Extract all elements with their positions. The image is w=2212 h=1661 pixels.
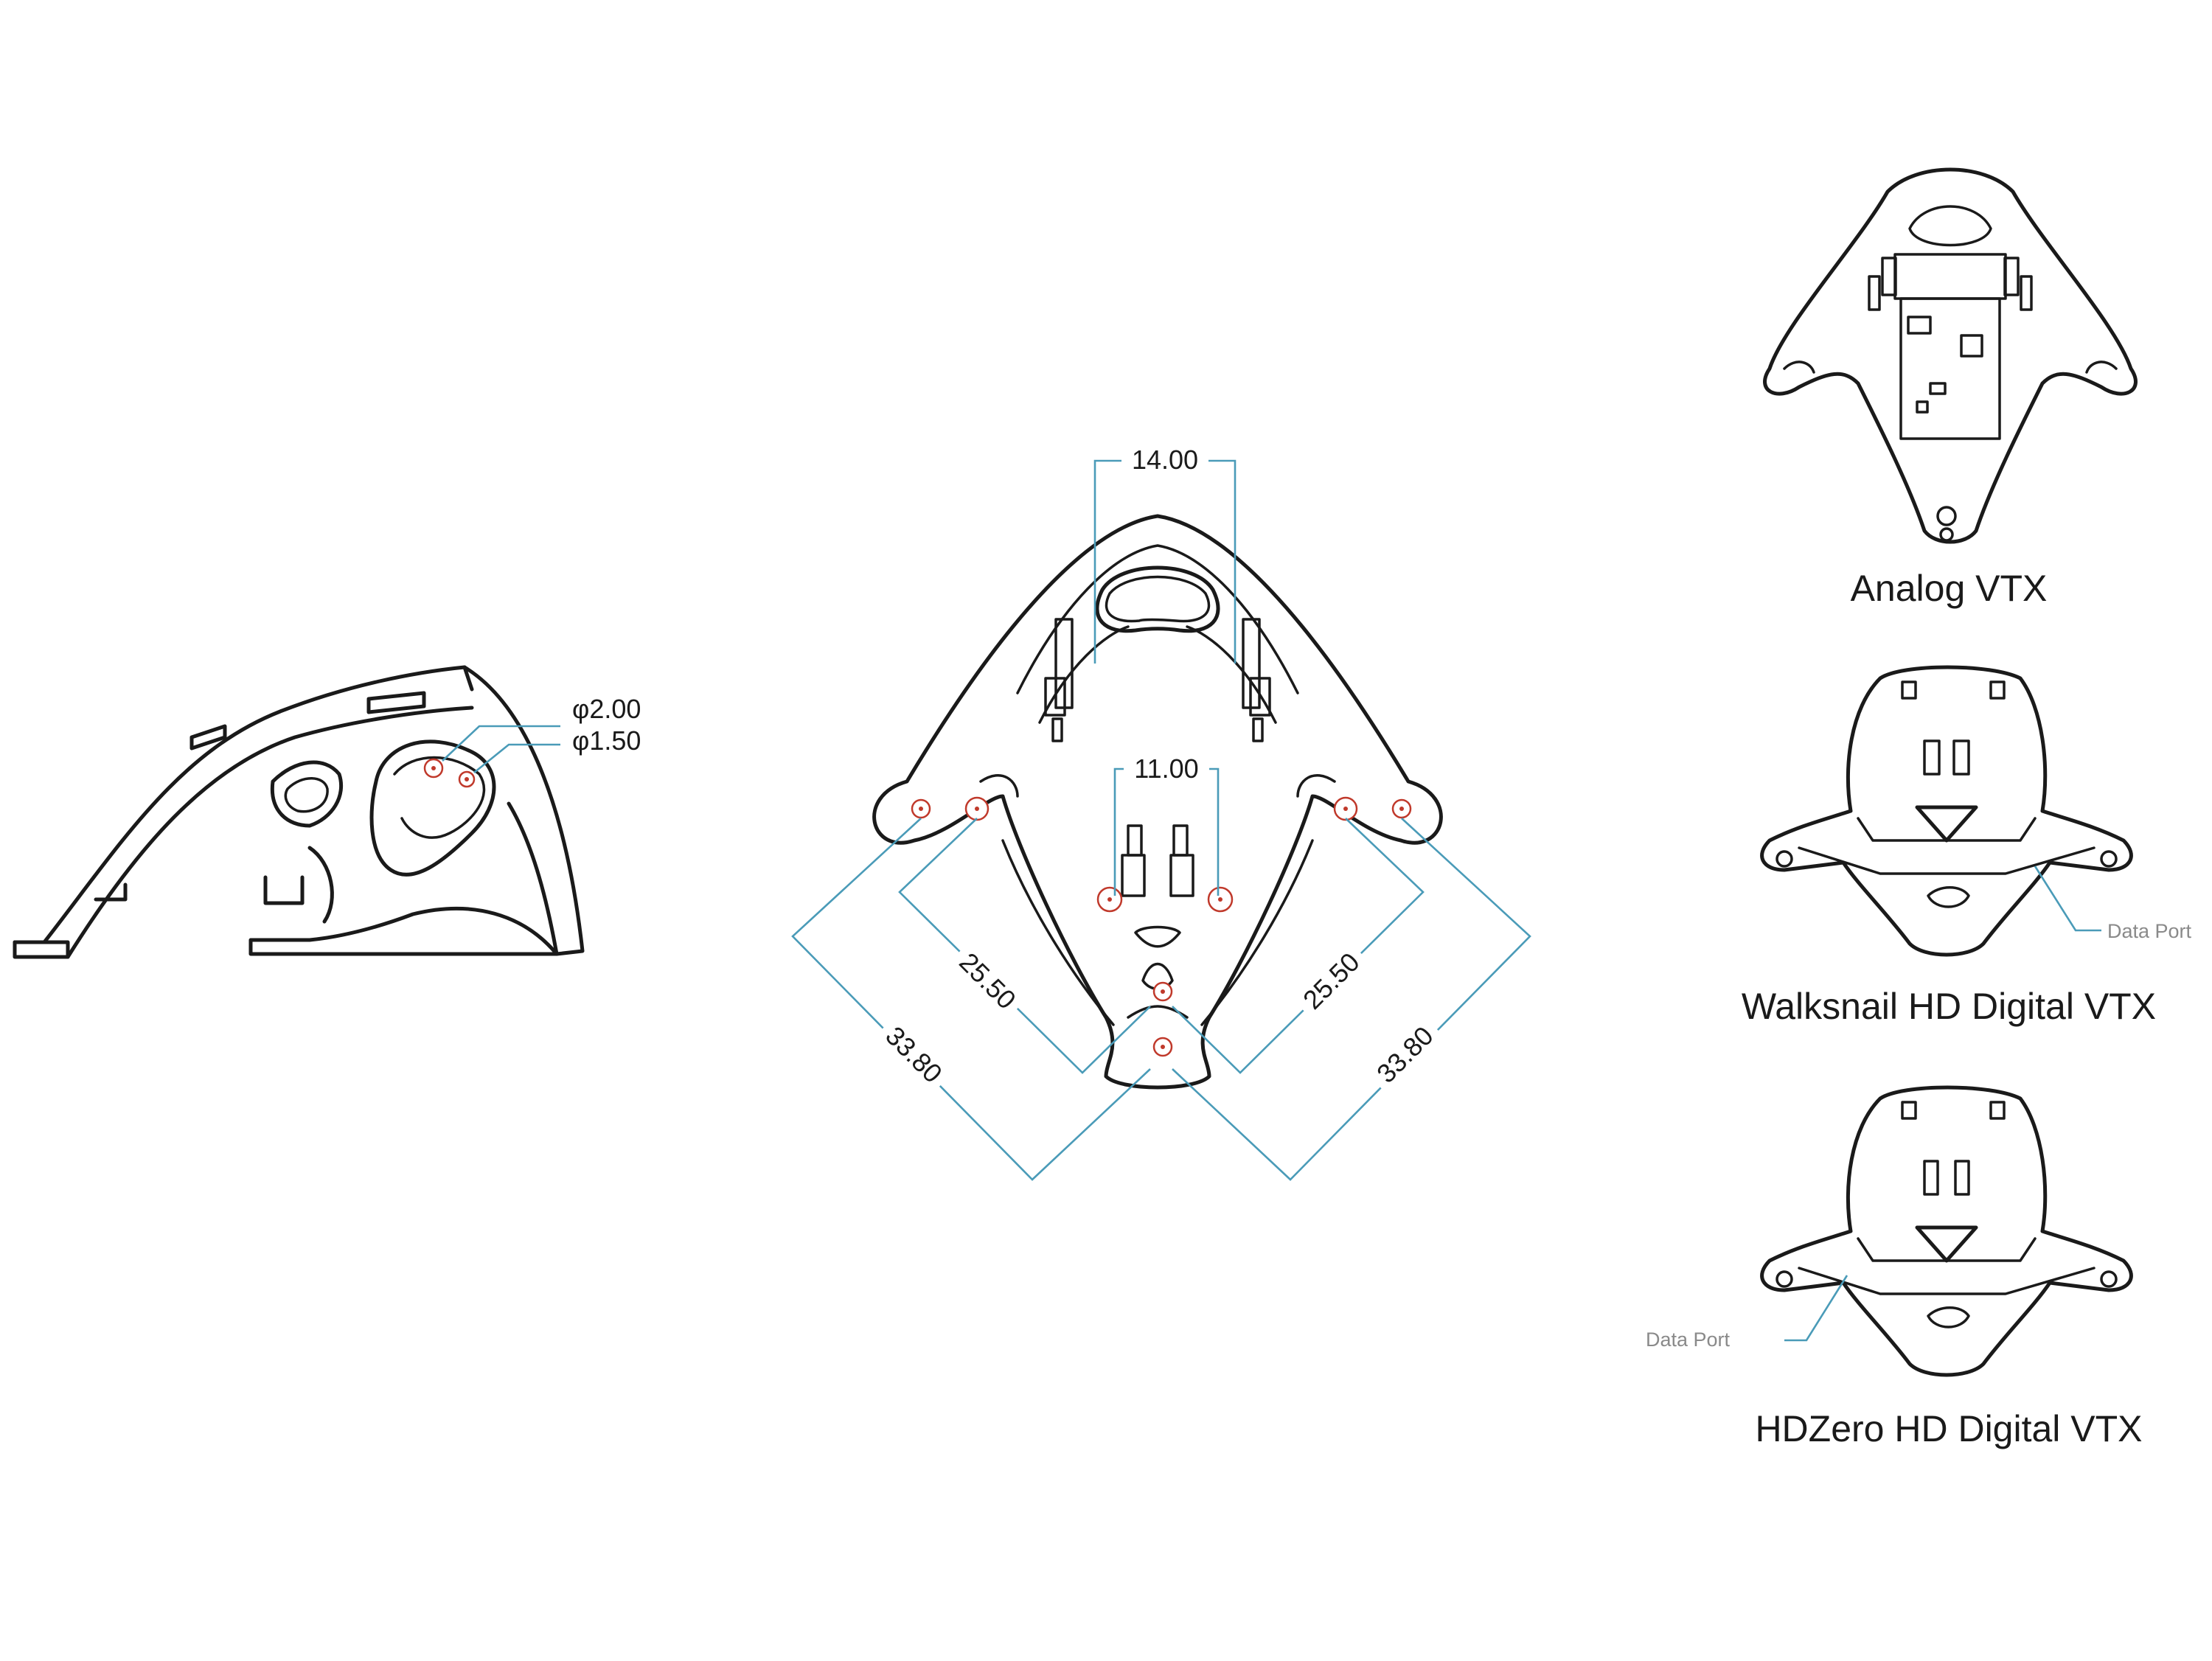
- hdzero-data-port-label: Data Port: [1646, 1329, 1731, 1351]
- hdzero-vtx-caption: HDZero HD Digital VTX: [1755, 1408, 2142, 1449]
- walksnail-vtx-caption: Walksnail HD Digital VTX: [1742, 986, 2156, 1027]
- dimension-inner-width: 11.00: [1134, 753, 1198, 784]
- analog-vtx-caption: Analog VTX: [1851, 568, 2048, 609]
- dimension-top-width: 14.00: [1132, 445, 1198, 475]
- side-view-drawing: φ2.00 φ1.50: [13, 665, 641, 959]
- hole-diameter-large-label: φ2.00: [572, 694, 641, 724]
- walksnail-data-port-label: Data Port: [2107, 920, 2192, 942]
- walksnail-vtx-drawing: Data Port Walksnail HD Digital VTX: [1742, 665, 2192, 1027]
- hdzero-vtx-drawing: Data Port HDZero HD Digital VTX: [1646, 1085, 2143, 1449]
- top-view-drawing: 14.00 11.00 25.50 25.50 33.80 33.80: [791, 442, 1531, 1181]
- hole-diameter-small-label: φ1.50: [572, 725, 641, 756]
- analog-vtx-drawing: Analog VTX: [1763, 167, 2138, 609]
